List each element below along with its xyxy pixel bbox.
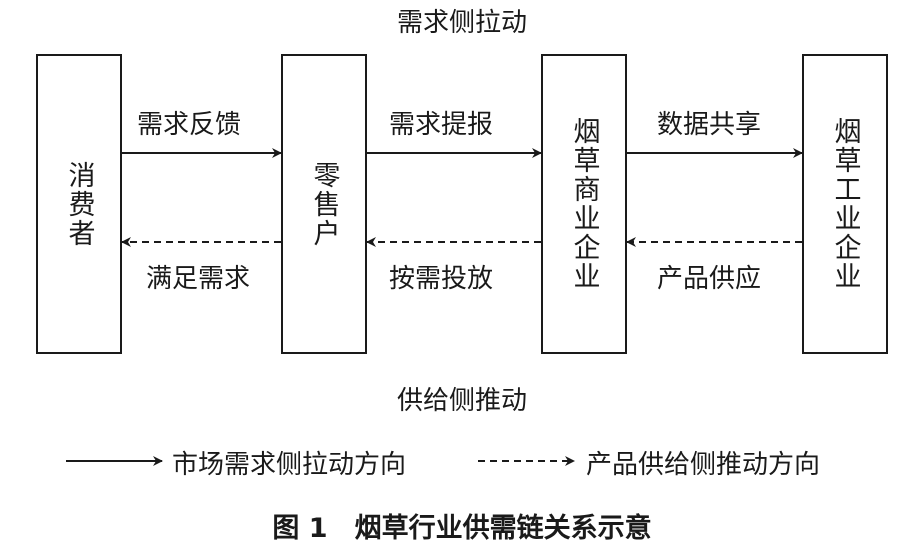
label-demand-feedback: 需求反馈 xyxy=(137,110,242,140)
supply-side-title: 供给侧推动 xyxy=(396,386,527,416)
node-commercial-label: 烟草商业企业 xyxy=(568,117,600,291)
node-commercial-enterprise: 烟草商业企业 xyxy=(541,54,627,354)
label-data-sharing: 数据共享 xyxy=(657,110,762,140)
flow-arrows xyxy=(66,148,803,466)
label-demand-report: 需求提报 xyxy=(389,110,494,140)
node-consumer-label: 消费者 xyxy=(63,160,95,248)
legend-dashed-label: 产品供给侧推动方向 xyxy=(586,450,821,480)
demand-side-title: 需求侧拉动 xyxy=(396,8,527,38)
label-on-demand-delivery: 按需投放 xyxy=(389,264,494,294)
node-consumer: 消费者 xyxy=(36,54,122,354)
node-retailer-label: 零售户 xyxy=(308,160,340,248)
label-product-supply: 产品供应 xyxy=(657,264,762,294)
node-industrial-label: 烟草工业企业 xyxy=(829,117,861,291)
legend-solid-label: 市场需求侧拉动方向 xyxy=(172,450,407,480)
node-industrial-enterprise: 烟草工业企业 xyxy=(802,54,888,354)
label-meet-demand: 满足需求 xyxy=(146,264,251,294)
node-retailer: 零售户 xyxy=(281,54,367,354)
